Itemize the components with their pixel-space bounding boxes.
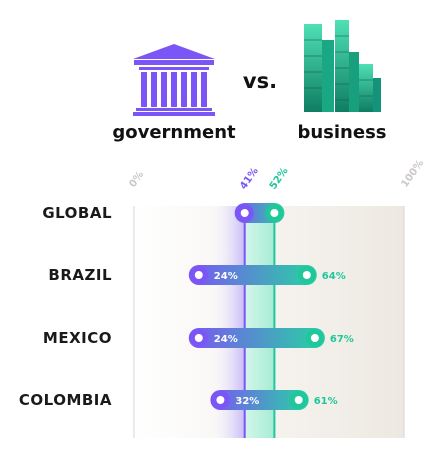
range-bar-mexico [188,328,325,348]
government-dot-center-colombia [216,396,225,404]
business-value-mexico: 67% [330,334,354,345]
business-dot-center-colombia [294,396,303,404]
business-dot-center-mexico [310,334,319,342]
government-average-label: 41% [238,166,261,192]
row-label-mexico: MEXICO [43,329,112,347]
business-average-label: 52% [268,166,291,192]
government-label: government [112,122,236,143]
vs-label: vs. [243,69,277,93]
row-label-colombia: COLOMBIA [19,391,112,409]
government-value-mexico: 24% [214,334,238,345]
row-label-global: GLOBAL [42,204,112,222]
government-value-brazil: 24% [214,271,238,282]
axis-label-100: 100% [399,158,426,190]
government-dot-center-mexico [194,334,203,342]
business-dot-center-brazil [302,271,311,279]
range-bar-brazil [188,265,317,285]
government-dot-center-global [240,209,249,217]
business-label: business [297,122,386,143]
range-bar-colombia [210,390,309,410]
business-towers-icon [304,20,381,112]
business-dot-center-global [270,209,279,217]
government-building-icon [133,44,215,116]
business-value-colombia: 61% [314,396,338,407]
axis-label-0: 0% [127,169,146,189]
government-value-colombia: 32% [235,396,259,407]
government-dot-center-brazil [194,271,203,279]
business-value-brazil: 64% [322,271,346,282]
row-label-brazil: BRAZIL [48,266,112,284]
